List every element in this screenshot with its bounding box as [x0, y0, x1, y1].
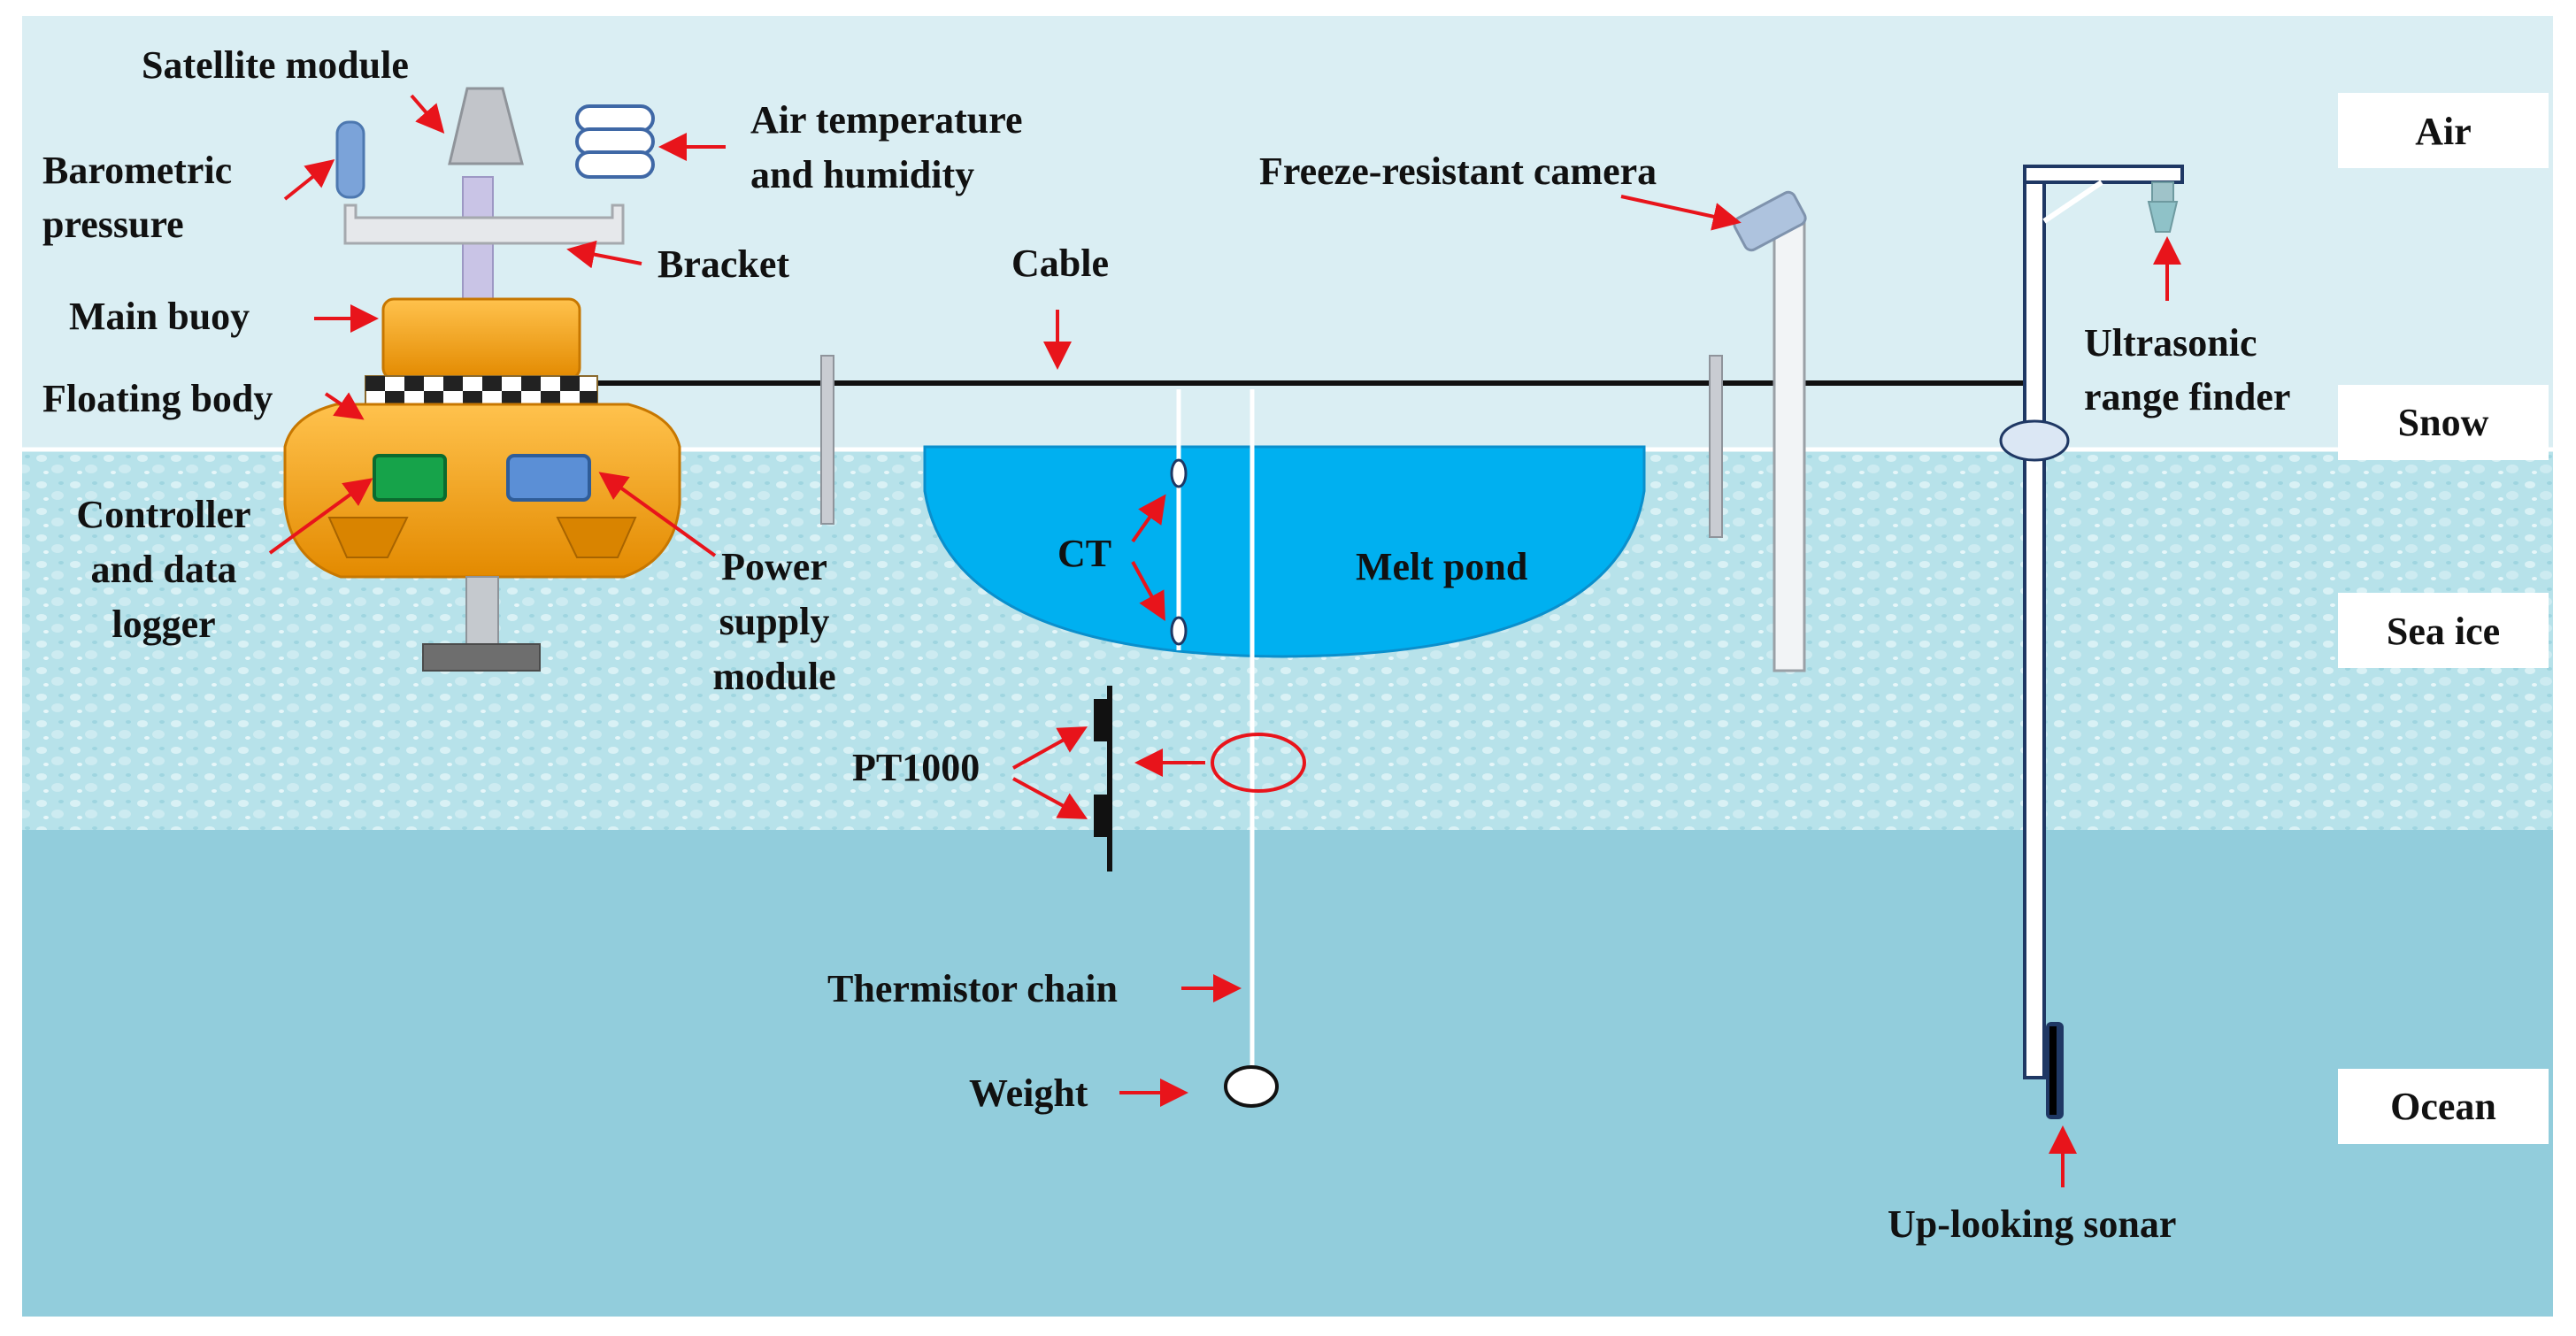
arrow-satellite — [410, 94, 445, 134]
label-controller-line1: Controller — [76, 493, 250, 536]
range-finder-brace — [2042, 180, 2103, 224]
cable-stake-right — [1709, 355, 1723, 538]
buoy-fin-right — [556, 517, 637, 558]
buoy-fin-left — [327, 517, 409, 558]
zone-box-sea-ice — [2338, 593, 2549, 668]
zone-label-sea-ice: Sea ice — [2387, 610, 2500, 653]
arrow-camera — [1620, 195, 1742, 231]
label-power-line1: Power — [721, 545, 827, 588]
label-barometric-line1: Barometric — [42, 149, 232, 192]
barometric-pressure-sensor — [335, 120, 365, 199]
label-power-line2: supply — [719, 600, 830, 643]
thermistor-detail-circle — [1211, 733, 1306, 793]
label-main-buoy: Main buoy — [69, 295, 250, 338]
buoy-lower-shaft — [465, 576, 499, 647]
annotation-arrows — [268, 94, 2181, 1187]
arrow-bracket — [566, 240, 642, 269]
range-finder-arm — [2023, 165, 2184, 184]
label-weight: Weight — [969, 1071, 1088, 1115]
label-bracket: Bracket — [657, 242, 789, 286]
arrow-ct-lower — [1131, 561, 1165, 622]
air-temperature-humidity-sensor — [575, 104, 655, 179]
label-controller-line2: and data — [90, 548, 236, 591]
arrow-pt1000-lower — [1012, 777, 1088, 819]
label-camera: Freeze-resistant camera — [1259, 150, 1657, 193]
satellite-module — [448, 87, 524, 165]
label-sonar: Up-looking sonar — [1888, 1202, 2176, 1246]
zone-label-ocean: Ocean — [2390, 1085, 2496, 1128]
arrow-ct-upper — [1131, 494, 1166, 543]
ocean-layer — [22, 830, 2553, 1317]
zone-label-air: Air — [2415, 110, 2472, 153]
power-supply-box — [506, 454, 591, 502]
label-air-temp-line1: Air temperature — [750, 98, 1022, 142]
sonar-mast — [2023, 165, 2046, 1079]
zone-box-ocean — [2338, 1069, 2549, 1144]
bracket — [343, 203, 625, 245]
buoy — [283, 87, 681, 672]
arrow-barometric — [283, 159, 335, 201]
checker-band — [365, 375, 598, 407]
zone-box-air — [2338, 93, 2549, 168]
camera-mast — [1772, 219, 1806, 672]
main-buoy — [381, 297, 581, 380]
arrow-power — [598, 472, 717, 557]
label-ultrasonic-line2: range finder — [2084, 375, 2290, 418]
label-thermistor-chain: Thermistor chain — [827, 967, 1118, 1010]
label-barometric-line2: pressure — [42, 203, 184, 246]
ct-sensor-lower — [1170, 616, 1188, 646]
mast-snow-collar — [1999, 419, 2070, 462]
label-controller-line3: logger — [111, 603, 215, 646]
controller-box — [373, 454, 447, 502]
zone-label-snow: Snow — [2398, 401, 2489, 444]
label-air-temp-line2: and humidity — [750, 153, 974, 196]
cable-stake-left — [820, 355, 834, 525]
arrow-pt1000-upper — [1012, 726, 1088, 770]
buoy-base-plate — [422, 643, 541, 672]
label-cable: Cable — [1011, 242, 1109, 285]
weight — [1224, 1065, 1279, 1108]
label-ultrasonic-line1: Ultrasonic — [2084, 321, 2257, 365]
arrow-controller — [268, 478, 373, 555]
label-ct: CT — [1057, 532, 1111, 575]
label-power-line3: module — [712, 655, 835, 698]
ct-sensor-upper — [1170, 458, 1188, 488]
melt-pond — [923, 445, 1646, 658]
arrow-floating-body — [324, 392, 365, 420]
label-melt-pond: Melt pond — [1356, 545, 1527, 588]
label-pt1000: PT1000 — [852, 746, 980, 789]
label-floating-body: Floating body — [42, 377, 273, 420]
ultrasonic-range-finder — [2147, 181, 2179, 233]
pt1000-sensor-upper — [1094, 699, 1110, 741]
label-satellite-module: Satellite module — [142, 43, 409, 87]
up-looking-sonar-face — [2049, 1026, 2057, 1115]
pt1000-sensor-lower — [1094, 795, 1110, 837]
freeze-resistant-camera — [1733, 190, 1807, 252]
zone-box-snow — [2338, 385, 2549, 460]
